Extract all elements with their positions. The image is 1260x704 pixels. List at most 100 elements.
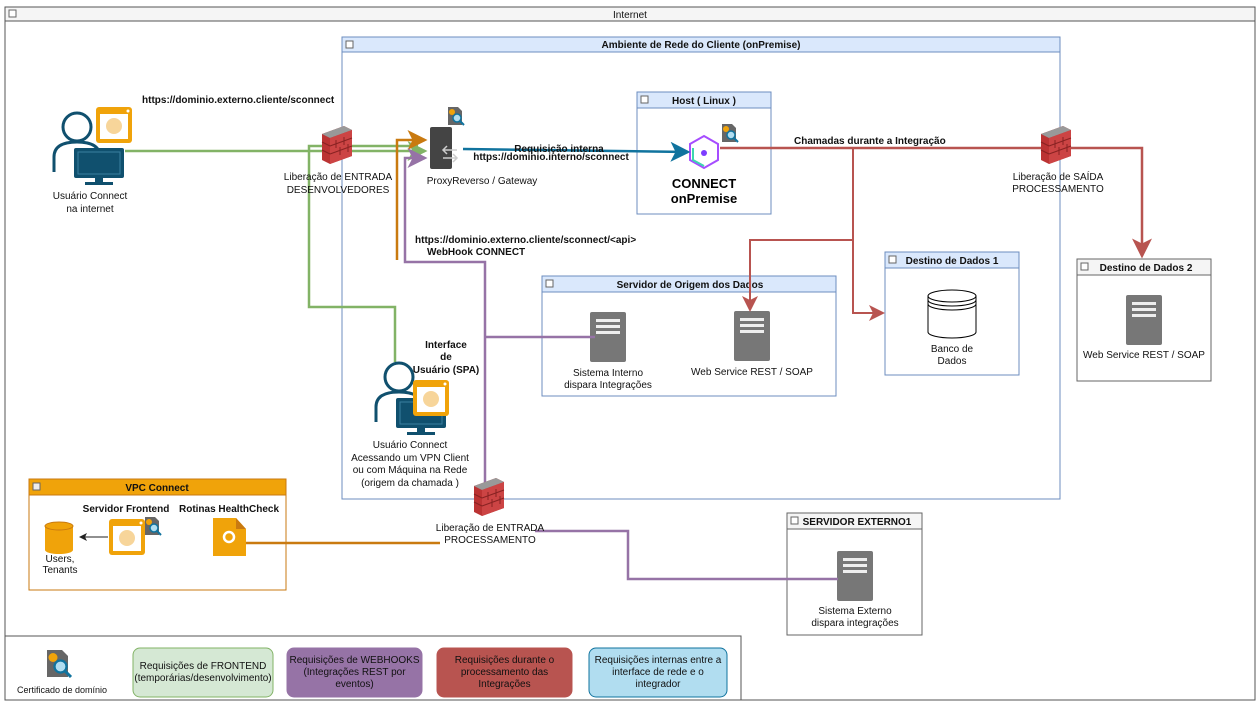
external-system-label: dispara integrações: [811, 618, 898, 629]
database-icon: [927, 289, 977, 339]
collapse-icon[interactable]: [345, 40, 354, 49]
firewall-out-label: Liberação de SAÍDA: [1013, 170, 1104, 183]
internet-title: Internet: [613, 10, 647, 21]
external-system-webhook-line: [535, 529, 838, 581]
external-server-container: SERVIDOR EXTERNO1 Sistema Externo dispar…: [786, 512, 923, 636]
spa-title: Usuário (SPA): [413, 365, 480, 376]
internal-system-label: Sistema Interno: [573, 368, 643, 379]
host-container: Host ( Linux ) CONNECT onPremise: [636, 91, 772, 215]
internal-request-line: [462, 141, 691, 162]
legend-item: Requisições de WEBHOOKS(Integrações REST…: [286, 647, 423, 698]
database-label: Dados: [938, 356, 967, 367]
collapse-icon[interactable]: [640, 95, 649, 104]
browser-icon: [413, 380, 449, 416]
database-label: Banco de: [931, 344, 974, 355]
firewall-out-label: PROCESSAMENTO: [1012, 184, 1104, 195]
connections: [125, 130, 1152, 581]
collapse-icon[interactable]: [790, 516, 799, 525]
integration-db-line: [852, 148, 885, 321]
proxy-gateway: ProxyReverso / Gateway: [427, 106, 538, 187]
webhook-url-label: https://dominio.externo.cliente/sconnect…: [415, 235, 636, 246]
spa-user-label: ou com Máquina na Rede: [353, 465, 468, 476]
proxy-server-icon: [430, 127, 452, 169]
spa-user-label: (origem da chamada ): [361, 478, 459, 489]
frontend-server-label: Servidor Frontend: [83, 504, 170, 515]
healthcheck-file-icon: [213, 518, 246, 556]
legend-swatch: [436, 647, 573, 698]
origin-server-title: Servidor de Origem dos Dados: [617, 280, 764, 291]
legend-item-label: eventos): [335, 679, 373, 690]
database-label: Tenants: [42, 565, 77, 576]
legend-swatch: [132, 647, 274, 698]
external-url-label: https://dominio.externo.cliente/sconnect: [142, 95, 335, 106]
collapse-icon[interactable]: [1080, 262, 1089, 271]
integration-out-line: [720, 146, 1152, 259]
firewall-dev-label: Liberação de ENTRADA: [284, 172, 393, 183]
legend-item-label: Requisições durante o: [455, 655, 555, 666]
host-title: Host ( Linux ): [672, 96, 736, 107]
users-tenants-database-icon: [44, 521, 74, 554]
web-service-server-icon: [1126, 295, 1162, 345]
internal-system-label: dispara Integrações: [564, 380, 652, 391]
external-system-server-icon: [837, 551, 873, 601]
collapse-icon[interactable]: [888, 255, 897, 264]
legend-cert-label: Certificado de domínio: [17, 685, 107, 695]
legend-item-label: Requisições internas entre a: [595, 655, 722, 666]
collapse-icon[interactable]: [545, 279, 554, 288]
internet-user-label: Usuário Connect: [53, 191, 128, 202]
vpc-connect-container: VPC Connect Servidor Frontend Rotinas He…: [28, 478, 287, 591]
legend-item-label: integrador: [635, 679, 681, 690]
legend-item-label: Requisições de FRONTEND: [140, 661, 267, 672]
proxy-label: ProxyReverso / Gateway: [427, 176, 538, 187]
integration-ws-line: [742, 239, 853, 312]
healthcheck-label: Rotinas HealthCheck: [179, 504, 279, 515]
external-system-label: Sistema Externo: [818, 606, 892, 617]
legend-swatch: [588, 647, 728, 698]
data-destination-2-title: Destino de Dados 2: [1100, 263, 1193, 274]
collapse-icon[interactable]: [8, 9, 17, 18]
integration-calls-label: Chamadas durante a Integração: [794, 136, 946, 147]
legend-item-label: Requisições de WEBHOOKS: [289, 655, 419, 666]
legend: Certificado de domínio Requisições de FR…: [4, 635, 742, 701]
spa-title: Interface: [425, 340, 467, 351]
firewall-in-label: Liberação de ENTRADA: [436, 523, 545, 534]
connect-label: CONNECT: [672, 176, 736, 191]
data-destination-1-container: Destino de Dados 1 Banco de Dados: [884, 251, 1020, 376]
internet-user: Usuário Connect na internet: [52, 107, 132, 215]
collapse-icon[interactable]: [32, 482, 41, 491]
web-service-label: Web Service REST / SOAP: [691, 367, 813, 378]
firewall-dev-label: DESENVOLVEDORES: [287, 185, 390, 196]
spa-user-label: Usuário Connect: [373, 440, 448, 451]
spa-user: Interface de Usuário (SPA) Usuário Conne…: [351, 340, 479, 489]
internal-request-label: Requisição interna: [514, 144, 604, 155]
spa-user-label: Acessando um VPN Client: [351, 453, 469, 464]
legend-swatch: [286, 647, 423, 698]
legend-item-label: (Integrações REST por: [303, 667, 406, 678]
healthcheck-proxy-line: [395, 130, 428, 260]
web-service-server-icon: [734, 311, 770, 361]
internal-url-label: https://dominio.interno/sconnect: [473, 152, 629, 163]
frontend-browser-icon: [109, 519, 145, 555]
legend-item-label: interface de rede e o: [612, 667, 704, 678]
internet-user-label: na internet: [66, 204, 113, 215]
internal-system-server-icon: [590, 312, 626, 362]
legend-item-label: Integrações: [478, 679, 530, 690]
browser-icon: [96, 107, 132, 143]
webhook-label: WebHook CONNECT: [427, 247, 525, 258]
external-server-title: SERVIDOR EXTERNO1: [803, 517, 912, 528]
firewall-in-label: PROCESSAMENTO: [444, 535, 536, 546]
legend-item-label: processamento das: [461, 667, 548, 678]
data-destination-2-container: Destino de Dados 2 Web Service REST / SO…: [1076, 258, 1212, 382]
data-destination-1-title: Destino de Dados 1: [906, 256, 999, 267]
legend-item: Requisições de FRONTEND(temporárias/dese…: [132, 647, 274, 698]
web-service-label: Web Service REST / SOAP: [1083, 350, 1205, 361]
onpremise-label: onPremise: [671, 191, 737, 206]
spa-title: de: [440, 352, 452, 363]
legend-item-label: (temporárias/desenvolvimento): [134, 673, 271, 684]
vpc-title: VPC Connect: [125, 483, 189, 494]
database-label: Users,: [46, 554, 75, 565]
client-network-title: Ambiente de Rede do Cliente (onPremise): [602, 40, 801, 51]
